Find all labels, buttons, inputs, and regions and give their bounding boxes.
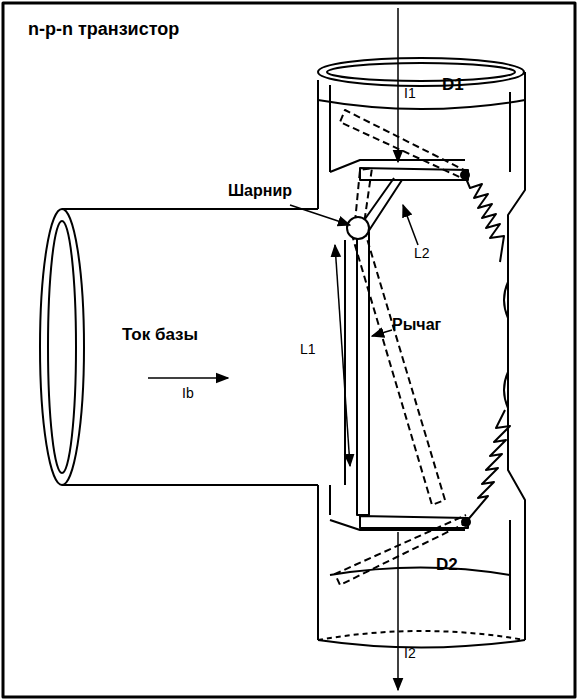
spring-lower [466,410,510,522]
base-pipe-inner [48,221,76,473]
bottom-edge-back [318,631,525,640]
flap-d2-open [335,515,468,585]
spring-pin [461,171,469,179]
bottom-edge [318,640,525,648]
current-label: I1 [404,86,416,101]
frame [3,3,575,697]
top-opening [318,58,524,86]
main-pipe-inner [330,85,345,515]
base-pipe-end [40,209,84,485]
flap-d1-open [340,110,468,180]
flap-d2 [360,516,468,528]
current-arrow [397,532,399,690]
leader-line [372,330,392,336]
dimension-label: L2 [414,246,430,261]
lever [357,232,369,515]
top-water [318,100,525,109]
main-pipe-right-inner [509,92,511,630]
leader-line [403,205,418,245]
spring-pin [462,518,470,526]
flap-d1 [360,168,468,180]
part-label: Рычаг [392,316,441,334]
main-pipe-left [317,80,319,640]
current-arrow [148,377,228,379]
bottom-water [330,568,510,576]
diagram-title: n-p-n транзистор [28,20,179,40]
current-label: Ib [182,386,194,401]
flap-label: D2 [436,556,458,575]
current-label: I2 [404,646,416,661]
part-label: Шарнир [228,182,292,200]
current-arrow [397,8,399,162]
flap-label: D1 [442,76,464,95]
spring-mount [504,282,508,408]
base-pipe [62,209,318,485]
dimension-label: L1 [300,342,316,357]
hinge [347,217,369,239]
part-label: Ток базы [122,326,198,345]
lever-arm-deflected [355,168,372,224]
dimension-line [335,245,350,466]
valve-seat [330,160,465,530]
top-opening-inner [327,63,515,81]
main-pipe-right [508,72,525,640]
leader-line [290,205,350,225]
lever-deflected [352,232,445,505]
spring-upper [465,176,504,262]
